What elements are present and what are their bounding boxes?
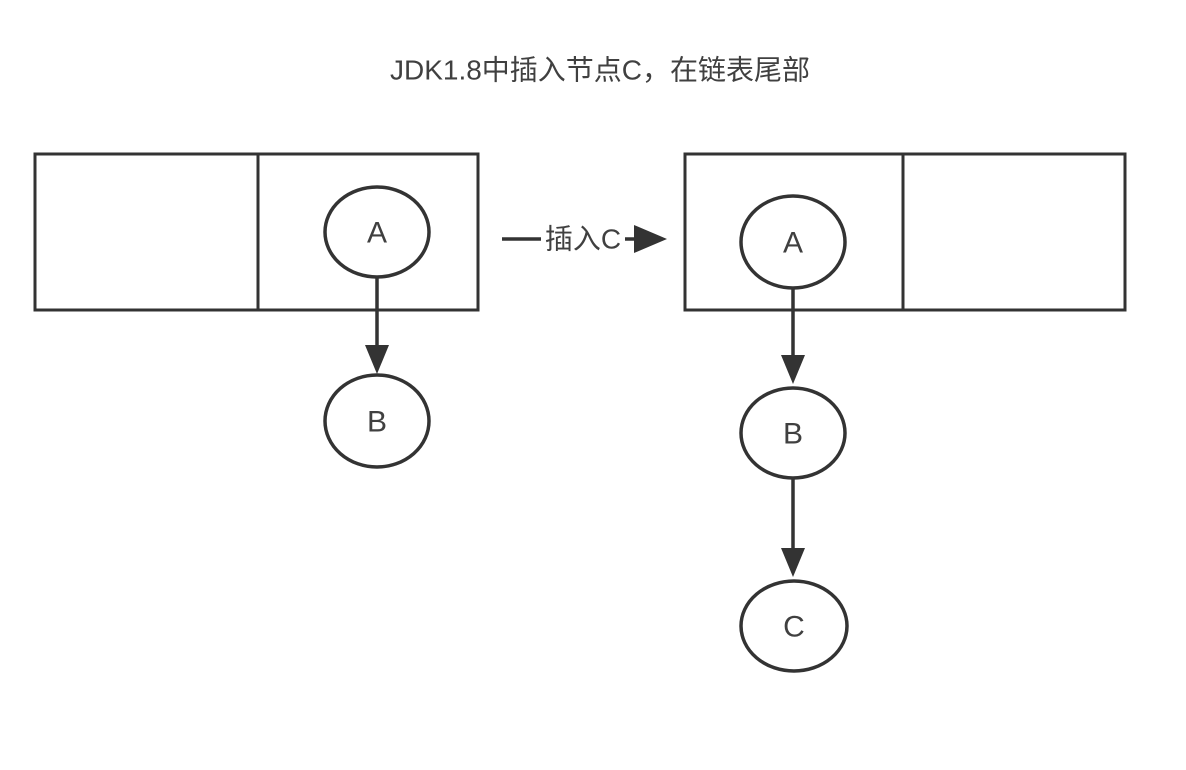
insert-transition-arrow: 插入C xyxy=(502,220,667,258)
insert-arrow-label: 插入C xyxy=(545,224,621,255)
arrow-down-icon xyxy=(781,355,805,384)
node-b-after: B xyxy=(739,386,847,480)
node-a-after: A xyxy=(739,194,847,290)
node-b-before-circle xyxy=(323,373,431,469)
node-b-after-label: B xyxy=(783,418,803,451)
node-b-before-label: B xyxy=(367,406,387,439)
arrow-down-icon xyxy=(365,345,389,374)
diagram-title: JDK1.8中插入节点C，在链表尾部 xyxy=(390,55,810,86)
arrow-a-to-b-before xyxy=(365,277,389,374)
node-c-after-label: C xyxy=(783,611,805,644)
insert-arrow-label-bg xyxy=(541,220,625,258)
arrow-a-to-b-after xyxy=(781,288,805,384)
node-c-after-circle xyxy=(739,579,849,673)
arrow-down-icon xyxy=(781,548,805,577)
node-a-before: A xyxy=(323,185,431,279)
arrow-b-to-c-after xyxy=(781,478,805,577)
node-c-after: C xyxy=(739,579,849,673)
arrow-right-icon xyxy=(634,225,667,253)
node-a-before-label: A xyxy=(367,217,387,250)
node-a-after-label: A xyxy=(783,227,803,260)
node-b-before: B xyxy=(323,373,431,469)
